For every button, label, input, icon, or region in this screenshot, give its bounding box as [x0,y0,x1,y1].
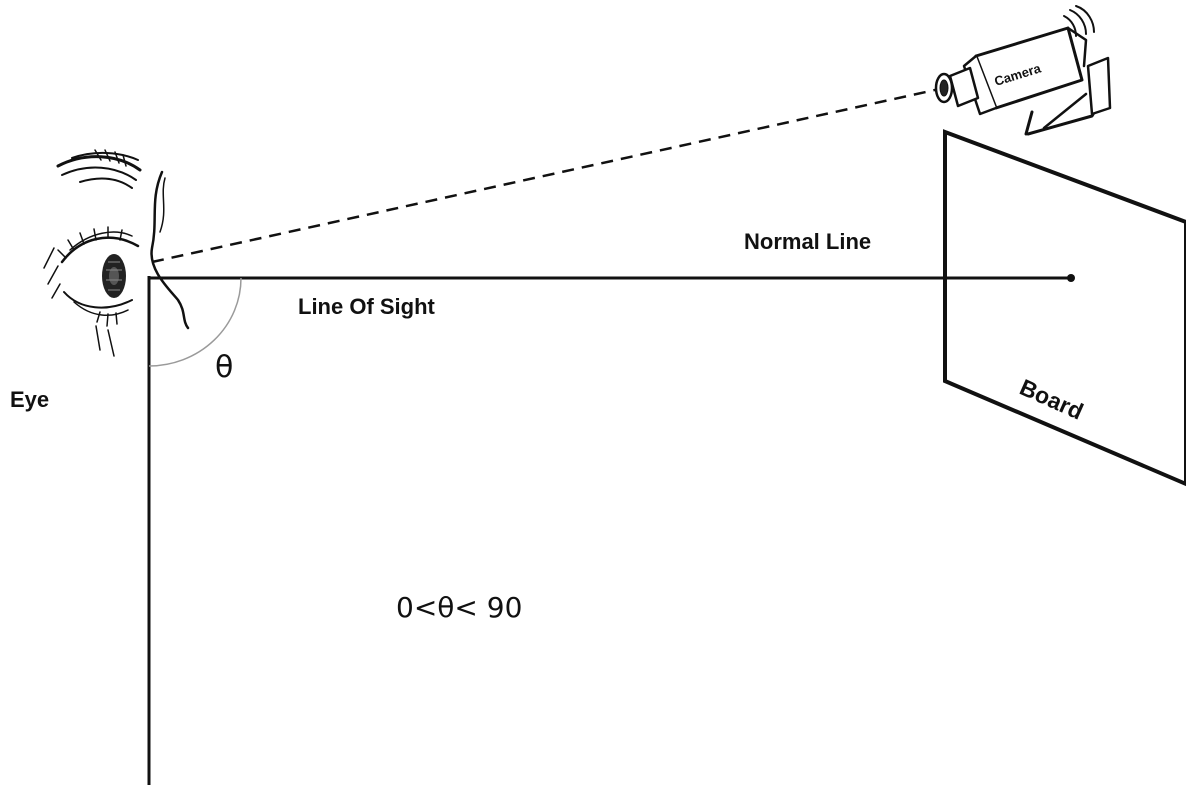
normal-line-endpoint [1067,274,1075,282]
line-of-sight-label: Line Of Sight [298,294,436,319]
camera-sight-line [151,86,945,264]
eye-sketch-icon [43,149,190,357]
eye-label: Eye [10,387,49,412]
angle-condition-label: 0<θ< 90 [396,591,522,624]
normal-line-label: Normal Line [744,229,871,254]
angle-arc [148,277,242,367]
eye-iris [102,254,126,298]
security-camera-icon [934,5,1112,136]
board [943,129,1186,487]
theta-label: θ [215,350,233,385]
